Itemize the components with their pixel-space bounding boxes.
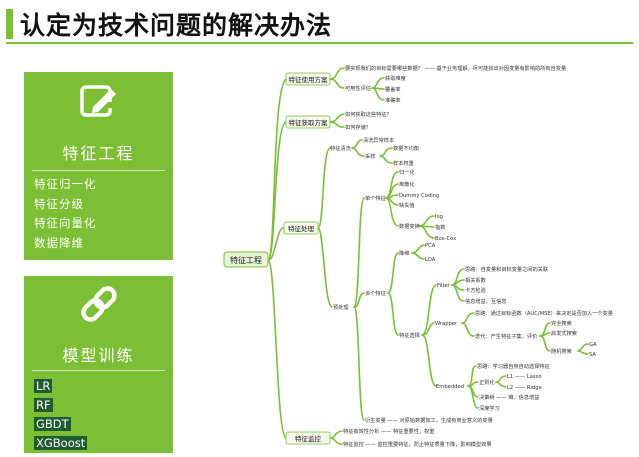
mindmap-node: LDA — [425, 257, 436, 263]
mindmap-branch-acquire: 特征获取方案 — [289, 118, 329, 127]
mindmap-node: 数据不均衡 — [393, 144, 419, 152]
mind-map-canvas: 特征工程 特征使用方案 特征获取方案 特征处理 特征监控 要实现我们的目标需要哪… — [223, 64, 613, 448]
mindmap-node: 降维 — [399, 249, 409, 257]
mindmap-node: SA — [589, 352, 596, 358]
model-card-separator — [32, 370, 165, 371]
mindmap-node: 如何存储？ — [345, 123, 371, 131]
mindmap-node: 卡方检验 — [465, 286, 487, 294]
mindmap-node: 信息增益、互信息 — [465, 297, 507, 305]
mindmap-node: 覆盖率 — [385, 85, 401, 93]
mindmap-node: 可用性评估 — [345, 84, 371, 92]
title-accent-bar — [6, 9, 13, 39]
mindmap-node: 清洗异常样本 — [363, 136, 394, 144]
mindmap-node: 特征选择 — [399, 331, 421, 339]
mindmap-node: 迭代：产生特征子集，评价 — [475, 332, 538, 340]
mindmap-branch-box — [285, 431, 331, 445]
list-item: 特征分级 — [34, 196, 84, 211]
mindmap-node: 决策树 —— 熵、信息增益 — [479, 393, 539, 401]
model-card-list: LR RF GBDT XGBoost — [34, 377, 88, 453]
title-divider — [6, 42, 633, 44]
mindmap-node: 启发式搜索 — [551, 329, 577, 337]
mindmap-node: 相关系数 — [465, 276, 487, 284]
list-item: LR — [34, 377, 87, 396]
mindmap-node: 获取难度 — [385, 74, 406, 82]
mindmap-node: Filter — [437, 283, 451, 289]
mindmap-node: 多个特征 — [365, 289, 386, 297]
mindmap-node: 要实现我们的目标需要哪些数据？ —— 基于业务理解，尽可能找出对因变量有影响的所… — [345, 64, 566, 72]
feature-card-separator — [32, 170, 165, 171]
mindmap-node: 样本权重 — [393, 159, 414, 167]
list-item: GBDT — [34, 415, 87, 434]
list-item: RF — [34, 396, 87, 415]
mindmap-node: 预处理 — [333, 303, 349, 311]
model-training-card: 模型训练 LR RF GBDT XGBoost — [24, 276, 173, 453]
mindmap-node: Dummy Coding — [399, 193, 439, 199]
mindmap-root: 特征工程 — [230, 255, 262, 265]
mindmap-branch-monitor: 特征监控 — [295, 434, 322, 443]
mindmap-node: 衍生变量 —— 对原始数据加工，生成有商业意义的变量 — [365, 416, 493, 424]
model-name-gbdt: GBDT — [34, 417, 71, 431]
mindmap-node: 正则化 — [479, 378, 495, 386]
mindmap-node: 思路：自变量和目标变量之间的关联 — [465, 265, 548, 273]
mind-map: 特征工程 特征使用方案 特征获取方案 特征处理 特征监控 要实现我们的目标需要哪… — [214, 55, 636, 453]
mindmap-node: 思路：通过目标函数（AUC/MSE）来决定是否加入一个变量 — [475, 309, 613, 317]
mindmap-node: Box-Cox — [435, 236, 456, 242]
mindmap-node: 采样 — [365, 152, 375, 160]
feature-card-heading: 特征工程 — [62, 144, 135, 163]
edit-icon — [79, 80, 119, 124]
list-item: XGBoost — [34, 434, 88, 453]
mindmap-node: 指数 — [435, 223, 446, 231]
feature-card-header: 特征工程 — [24, 72, 173, 168]
feature-card-list: 特征归一化 特征分级 特征向量化 数据降维 — [34, 175, 97, 253]
mindmap-node: log — [435, 214, 443, 220]
mindmap-node: GA — [589, 342, 597, 348]
link-icon — [79, 284, 119, 328]
mindmap-branch-box — [285, 72, 331, 86]
mindmap-root-box — [223, 251, 269, 268]
model-card-header: 模型训练 — [24, 276, 173, 372]
mindmap-node: 特征清洗 — [330, 144, 352, 152]
mindmap-node: Embedded — [436, 384, 464, 390]
mindmap-node: L2 —— Ridge — [507, 385, 542, 391]
mindmap-node: 归一化 — [399, 168, 415, 176]
mindmap-node: 缺失值 — [399, 201, 415, 209]
mindmap-node: L1 —— Lasso — [507, 374, 542, 380]
mindmap-node: 单个特征 — [365, 194, 386, 202]
mindmap-branch-box — [285, 115, 331, 129]
model-name-lr: LR — [34, 379, 53, 393]
mindmap-node: Wrapper — [435, 321, 458, 327]
mindmap-node: 如何获取这些特征？ — [345, 110, 392, 118]
model-card-heading: 模型训练 — [62, 346, 135, 365]
model-name-xgboost: XGBoost — [34, 436, 88, 450]
mindmap-node: 特征有效性分析 —— 特征重要性，权重 — [343, 427, 435, 435]
mindmap-node: 随机搜索 — [551, 347, 572, 355]
page-title: 认定为技术问题的解决办法 — [20, 11, 333, 40]
mindmap-branch-processing: 特征处理 — [288, 224, 315, 233]
mindmap-node: 深度学习 — [479, 404, 500, 412]
mindmap-node: 思路：学习器自身自动选择特征 — [477, 362, 550, 370]
mindmap-node: 数据变换 — [399, 222, 421, 230]
list-item: 特征归一化 — [34, 177, 97, 191]
mindmap-node: 完全搜索 — [551, 319, 572, 327]
list-item: 数据降维 — [34, 235, 84, 250]
mindmap-node: 特征监控 —— 监控重要特征，防止特征质量下降，影响模型效果 — [343, 440, 492, 448]
mindmap-branch-usage: 特征使用方案 — [289, 75, 329, 84]
mindmap-node: 离散化 — [399, 180, 415, 188]
feature-engineering-card: 特征工程 特征归一化 特征分级 特征向量化 数据降维 — [24, 72, 173, 260]
mindmap-node: PCA — [425, 243, 436, 249]
model-name-rf: RF — [34, 398, 53, 412]
list-item: 特征向量化 — [34, 216, 97, 230]
mindmap-branch-box — [283, 221, 319, 235]
mindmap-node: 准确率 — [385, 96, 401, 104]
